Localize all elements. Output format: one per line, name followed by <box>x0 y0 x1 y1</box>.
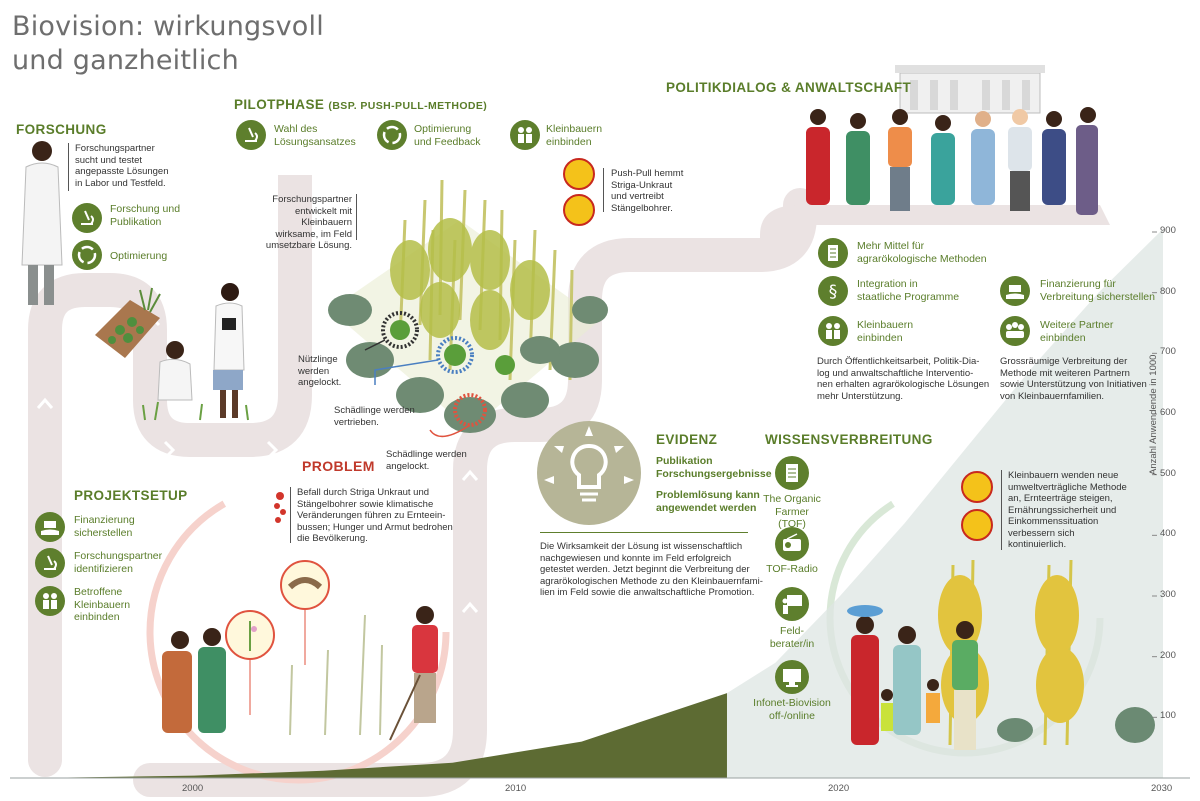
no-stemborer-icon <box>961 509 993 541</box>
microscope-icon <box>35 548 65 578</box>
people-icon <box>510 120 540 150</box>
problem-heading: PROBLEM <box>302 458 375 474</box>
partner-bracket <box>356 194 357 240</box>
lightbulb-icon <box>537 421 641 525</box>
svg-text:§: § <box>829 282 838 302</box>
x-tick-label: 2000 <box>182 783 204 794</box>
stakeholders-illustration <box>806 107 1098 215</box>
y-tick-label: 100 <box>1160 710 1176 722</box>
presenter-icon <box>775 587 809 621</box>
y-axis-label: Anzahl Anwendende in 1000 <box>1148 354 1159 475</box>
magazine-icon <box>775 456 809 490</box>
y-tick-label: 500 <box>1160 467 1176 479</box>
money-icon <box>1000 276 1030 306</box>
forschung-heading: FORSCHUNG <box>16 122 107 137</box>
microscope-icon <box>72 203 102 233</box>
wissen-heading: WISSENSVERBREITUNG <box>765 432 933 447</box>
y-tick-label: 600 <box>1160 407 1176 418</box>
pushpull-bracket <box>603 168 604 212</box>
y-tick-label: 200 <box>1160 649 1176 661</box>
document-icon <box>818 238 848 268</box>
people-icon <box>35 586 65 616</box>
y-tick-label: 800 <box>1160 285 1176 297</box>
wissen-bracket <box>1001 470 1002 550</box>
page-title: Biovision: wirkungsvoll und ganzheitlich <box>12 10 324 78</box>
parliament-building <box>895 65 1045 114</box>
y-tick-label: 300 <box>1160 589 1176 600</box>
politik-desc-1: Durch Öffentlichkeitsarbeit, Politik-Dia… <box>817 356 990 402</box>
y-tick-label: 700 <box>1160 346 1176 358</box>
wissen-item-3: Feld-berater/in <box>769 625 815 650</box>
partners-icon <box>1000 316 1030 346</box>
title-line-1: Biovision: wirkungsvoll <box>12 11 324 42</box>
y-tick-label: 900 <box>1160 225 1176 236</box>
y-tick-label: 400 <box>1160 528 1176 540</box>
timeline-path <box>28 183 817 797</box>
forschung-item-2: Optimierung <box>110 250 168 262</box>
problem-ring <box>146 480 450 784</box>
paragraph-icon: § <box>818 276 848 306</box>
problem-bracket <box>290 487 291 543</box>
seedling-plots <box>95 287 161 358</box>
harvest-family-illustration <box>847 559 1155 750</box>
field-researchers-illustration <box>142 283 249 421</box>
projekt-heading: PROJEKTSETUP <box>74 488 188 503</box>
evidenz-desc: Die Wirksamkeit der Lösung ist wissensch… <box>540 541 763 598</box>
pilot-heading: PILOTPHASE (BSP. PUSH-PULL-METHODE) <box>234 97 488 112</box>
politik-heading: POLITIKDIALOG & ANWALTSCHAFT <box>666 80 912 95</box>
radio-icon <box>775 527 809 561</box>
x-tick-label: 2010 <box>505 783 527 794</box>
scientist-illustration <box>21 141 63 305</box>
striga-flower-icon <box>274 492 286 523</box>
pushpull-field-illustration <box>328 179 608 438</box>
cycle-icon <box>377 120 407 150</box>
cycle-icon <box>72 240 102 270</box>
money-icon <box>35 512 65 542</box>
forschung-bracket <box>68 143 69 191</box>
x-tick-label: 2030 <box>1151 783 1173 794</box>
problem-illustration <box>162 560 438 741</box>
wissen-item-2: TOF-Radio <box>766 563 818 575</box>
title-line-2: und ganzheitlich <box>12 45 239 76</box>
no-striga-icon <box>961 471 993 503</box>
evidenz-heading: EVIDENZ <box>656 432 718 447</box>
evidenz-rule <box>540 532 748 533</box>
x-tick-label: 2020 <box>828 783 850 794</box>
people-icon <box>818 316 848 346</box>
no-stemborer-icon <box>563 194 595 226</box>
computer-icon <box>775 660 809 694</box>
no-striga-icon <box>563 158 595 190</box>
microscope-icon <box>236 120 266 150</box>
chart-series-measured <box>32 693 727 778</box>
